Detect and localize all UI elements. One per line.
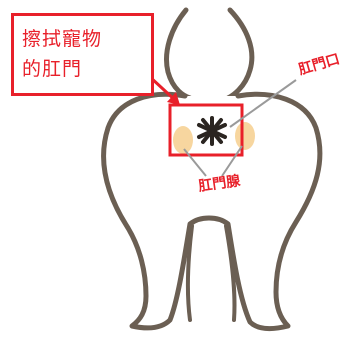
anal-gland-right [235, 122, 255, 150]
tail-outline [167, 10, 252, 98]
callout-line-2: 的肛門 [22, 54, 151, 84]
callout-box: 擦拭寵物 的肛門 [11, 13, 154, 96]
inner-leg-line-left [188, 226, 192, 320]
callout-line-1: 擦拭寵物 [22, 24, 151, 54]
anal-gland-left [173, 126, 193, 154]
